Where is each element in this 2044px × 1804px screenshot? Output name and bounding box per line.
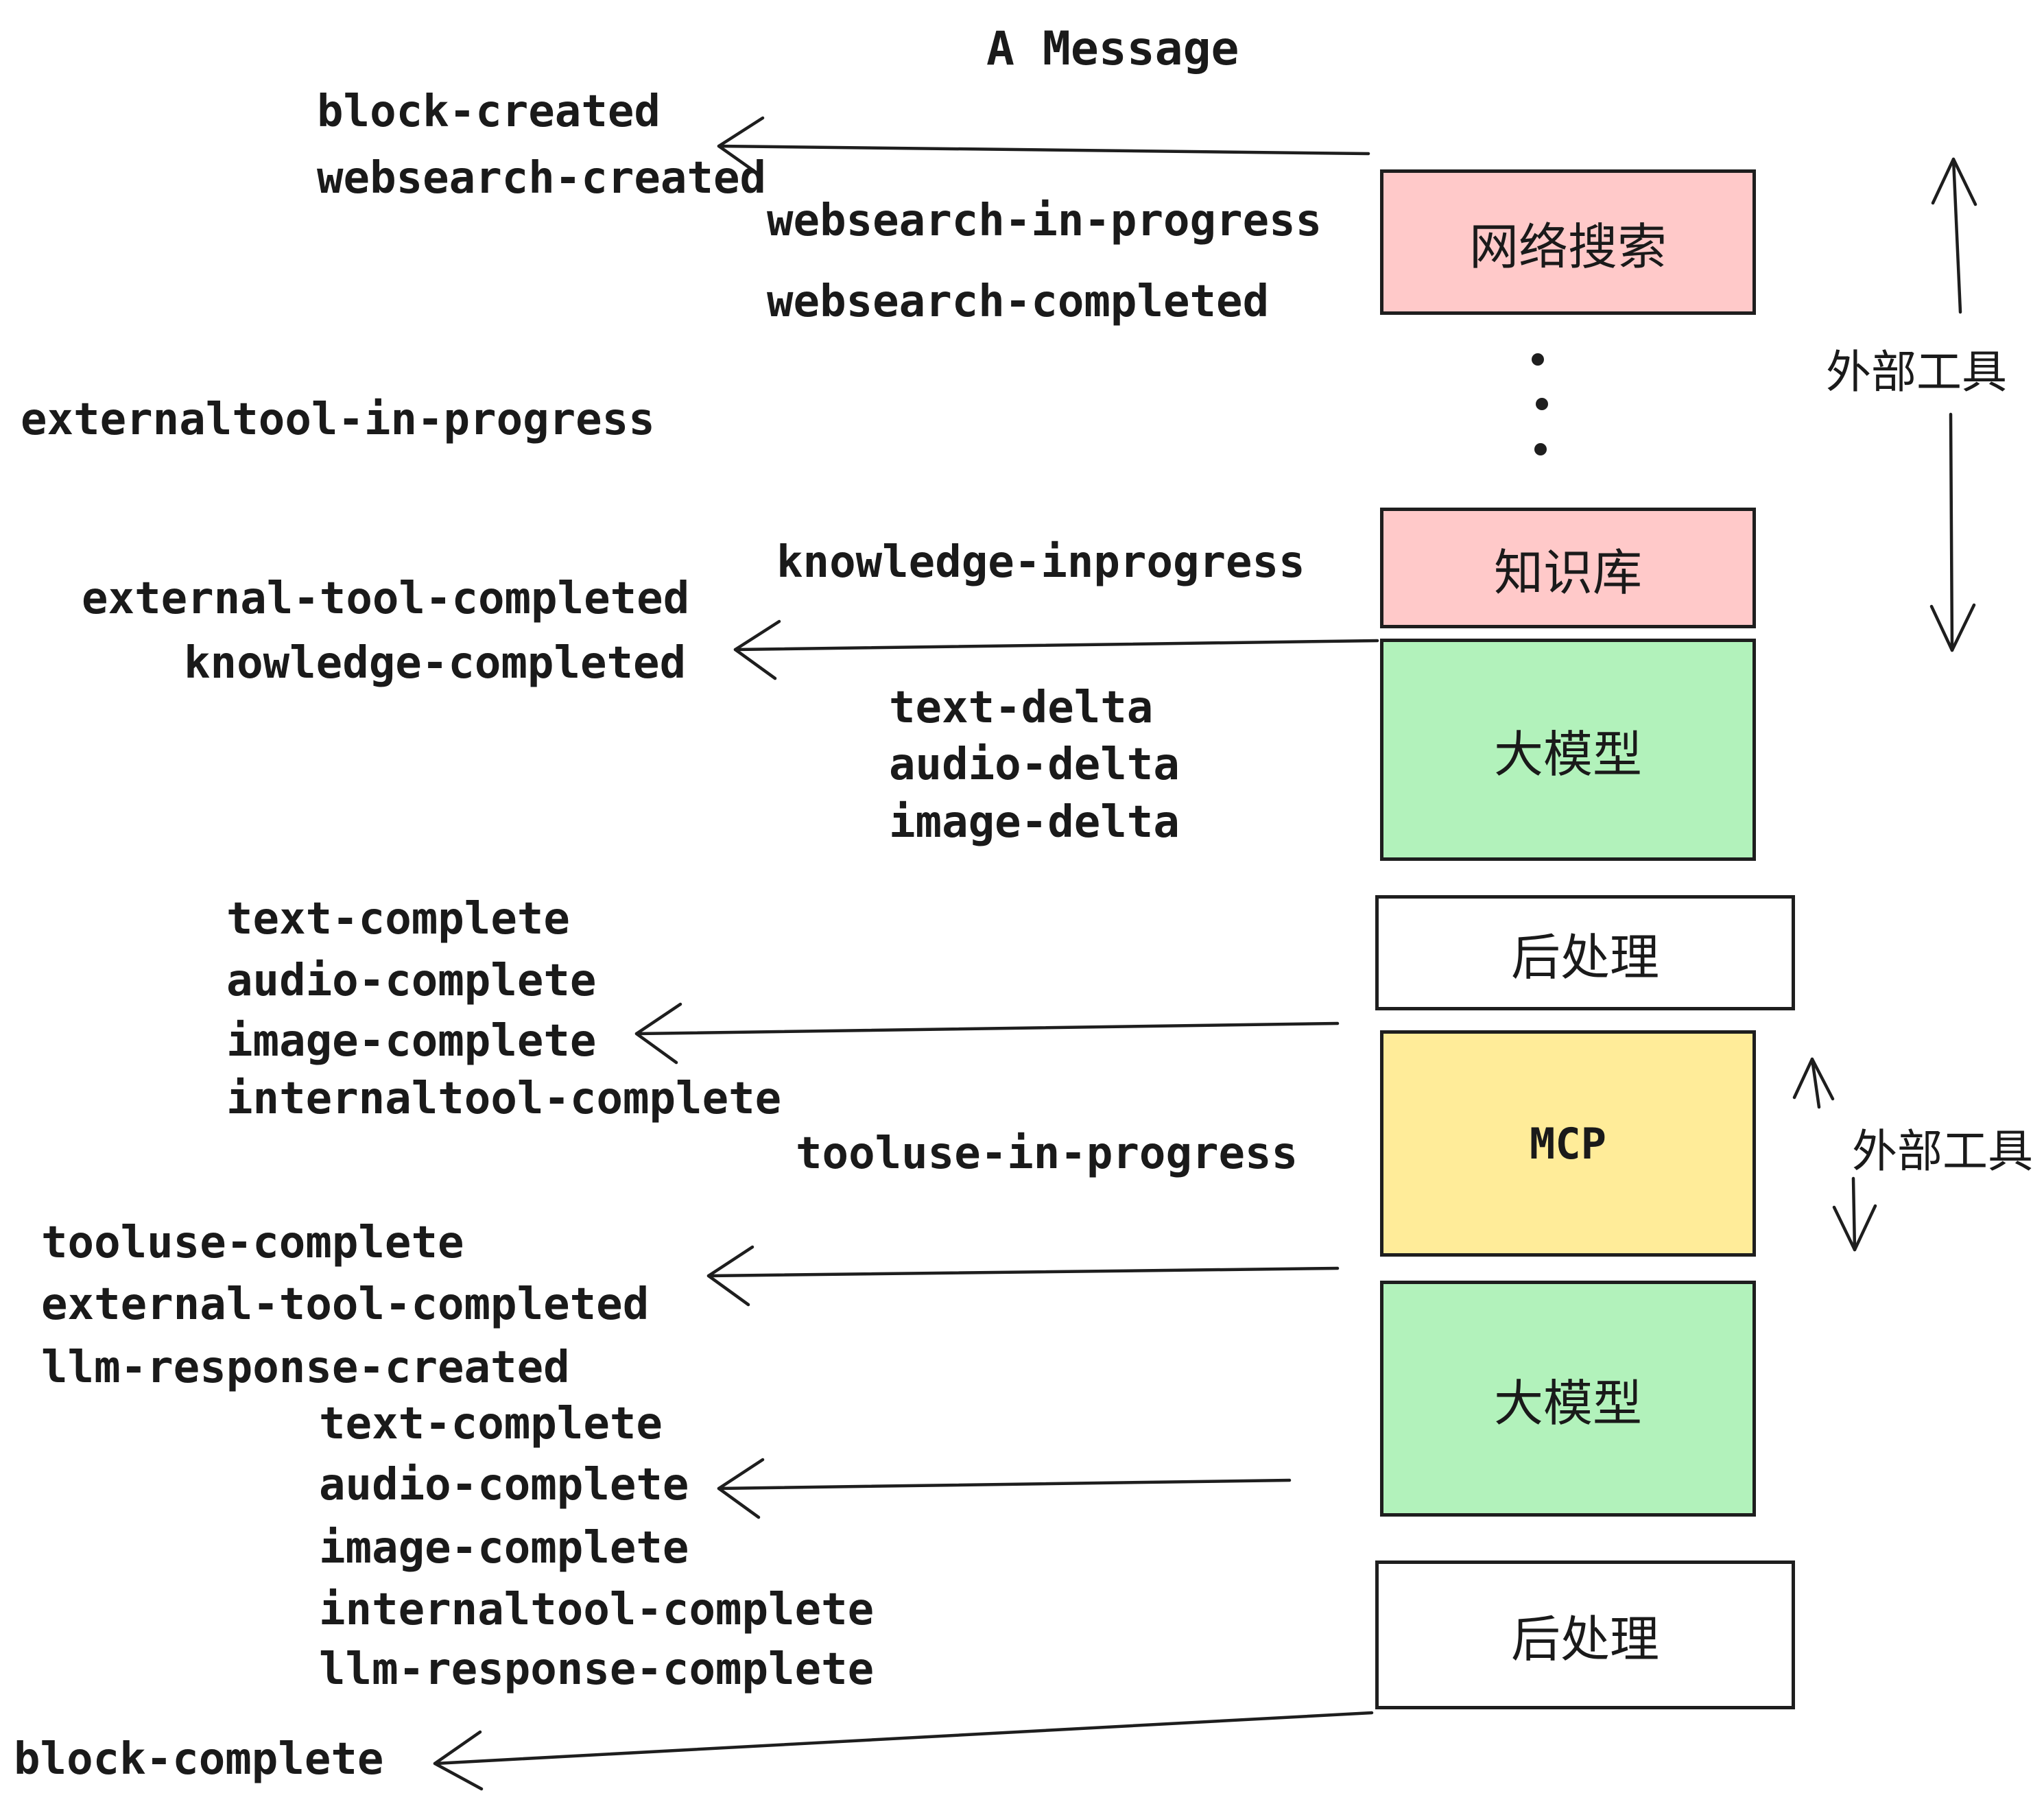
box-postprocess-2: 后处理 — [1375, 1560, 1795, 1709]
event-tooluse-in-progress: tooluse-in-progress — [796, 1128, 1298, 1179]
event-audio-complete-1: audio-complete — [226, 956, 597, 1006]
box-mcp-label: MCP — [1530, 1118, 1606, 1169]
box-llm-1: 大模型 — [1380, 639, 1756, 861]
event-audio-delta-1: audio-delta — [889, 739, 1180, 790]
event-block-created: block-created — [317, 86, 661, 137]
box-postprocess-2-label: 后处理 — [1510, 1611, 1659, 1668]
event-llm-response-created: llm-response-created — [41, 1342, 570, 1393]
event-image-delta-1: image-delta — [889, 797, 1180, 848]
box-websearch-label: 网络搜索 — [1469, 217, 1667, 276]
external-tools-mcp-down-arrow — [1832, 1176, 1877, 1252]
event-websearch-created: websearch-created — [317, 153, 767, 204]
event-knowledge-completed: knowledge-completed — [184, 638, 687, 689]
external-tools-top-up-arrow — [1931, 157, 1977, 314]
event-text-delta-1: text-delta — [889, 683, 1154, 733]
box-websearch: 网络搜索 — [1380, 169, 1756, 315]
event-external-tool-completed-2: external-tool-completed — [41, 1279, 650, 1330]
box-knowledge: 知识库 — [1380, 508, 1756, 628]
external-tools-label-mcp: 外部工具 — [1852, 1125, 2033, 1178]
event-external-tool-completed-1: external-tool-completed — [82, 573, 690, 624]
event-tooluse-complete: tooluse-complete — [41, 1218, 464, 1268]
arrow-to-knowledge-completed — [733, 619, 1379, 680]
arrow-to-tooluse-complete — [706, 1245, 1340, 1307]
event-text-complete-1: text-complete — [226, 894, 570, 945]
event-audio-complete-2: audio-complete — [319, 1460, 689, 1510]
arrow-to-audio-complete — [717, 1458, 1292, 1519]
box-llm-2: 大模型 — [1380, 1281, 1756, 1517]
page-title: A Message — [986, 22, 1239, 76]
box-postprocess-1-label: 后处理 — [1510, 928, 1659, 986]
ellipsis-dots — [1532, 353, 1548, 455]
event-image-complete-1: image-complete — [226, 1016, 597, 1067]
event-externaltool-in-progress: externaltool-in-progress — [21, 394, 655, 445]
event-internaltool-complete-2: internaltool-complete — [319, 1585, 875, 1635]
external-tools-top-down-arrow — [1929, 412, 1976, 652]
event-block-complete: block-complete — [14, 1734, 384, 1785]
event-websearch-in-progress: websearch-in-progress — [767, 195, 1322, 246]
box-knowledge-label: 知识库 — [1493, 543, 1642, 602]
event-internaltool-complete-1: internaltool-complete — [226, 1073, 782, 1124]
external-tools-mcp-up-arrow — [1792, 1057, 1835, 1109]
event-websearch-completed: websearch-completed — [767, 276, 1270, 327]
arrow-to-block-created — [717, 116, 1370, 176]
event-llm-response-complete: llm-response-complete — [319, 1644, 875, 1695]
box-llm-2-label: 大模型 — [1493, 1374, 1642, 1432]
event-image-complete-2: image-complete — [319, 1523, 689, 1574]
arrow-to-block-complete — [433, 1711, 1374, 1791]
box-postprocess-1: 后处理 — [1375, 895, 1795, 1010]
external-tools-label-top: 外部工具 — [1826, 346, 2007, 399]
event-knowledge-inprogress: knowledge-inprogress — [776, 537, 1305, 588]
box-mcp: MCP — [1380, 1030, 1756, 1257]
box-llm-1-label: 大模型 — [1493, 725, 1642, 783]
event-text-complete-2: text-complete — [319, 1399, 663, 1449]
arrow-to-image-complete — [634, 1002, 1340, 1065]
